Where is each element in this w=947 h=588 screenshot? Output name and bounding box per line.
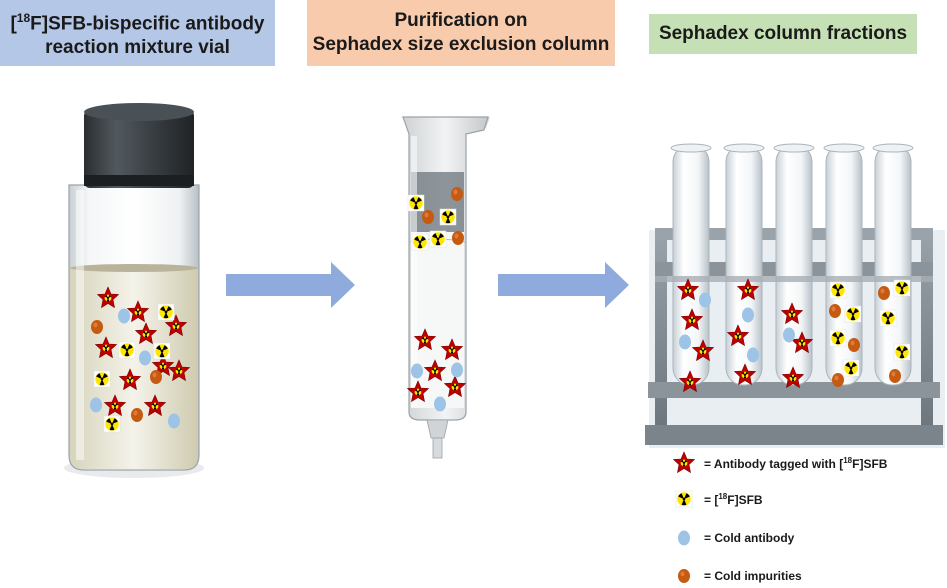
legend-sfb-label: = [18F]SFB	[704, 491, 763, 507]
fraction-cold-impurity	[832, 373, 844, 387]
fraction-sfb	[893, 279, 911, 297]
fraction-sfb	[893, 343, 911, 361]
fraction-sfb	[879, 309, 897, 327]
arrow-right-icon	[226, 262, 355, 308]
fraction-sfb	[829, 329, 847, 347]
vial-cold-impurity	[150, 370, 162, 384]
vial-sfb	[93, 370, 111, 388]
column-cold-impurity	[451, 187, 463, 201]
fraction-cold-impurity	[889, 369, 901, 383]
test-tube	[823, 143, 865, 386]
orange-dot-icon	[678, 569, 690, 583]
legend-sfb: = [18F]SFB	[672, 487, 763, 511]
fraction-cold-impurity	[878, 286, 890, 300]
fraction-cold-antibody	[699, 292, 711, 308]
legend-antibody-tagged: = Antibody tagged with [18F]SFB	[672, 451, 887, 475]
test-tube	[773, 143, 815, 386]
legend-cold-impurities-label: = Cold impurities	[704, 569, 802, 583]
vial-cold-antibody	[118, 308, 130, 324]
legend-antibody-tagged-label: = Antibody tagged with [18F]SFB	[704, 455, 888, 471]
fraction-sfb	[842, 359, 860, 377]
vial-title-line1: [18F]SFB-bispecific antibody	[10, 10, 265, 35]
vial-sfb	[118, 341, 136, 359]
column-sfb	[439, 208, 457, 226]
vial-cold-antibody	[90, 397, 102, 413]
vial-title-line2: reaction mixture vial	[45, 37, 230, 59]
column-cold-antibody	[434, 396, 446, 412]
fraction-sfb	[844, 305, 862, 323]
vial-cold-antibody	[139, 350, 151, 366]
column-label-box: Purification on Sephadex size exclusion …	[307, 0, 615, 66]
column-sfb	[407, 194, 425, 212]
fraction-cold-antibody	[679, 334, 691, 350]
column-title-line2: Sephadex size exclusion column	[312, 34, 610, 55]
fraction-cold-impurity	[829, 304, 841, 318]
vial-sfb	[157, 303, 175, 321]
fractions-label-box: Sephadex column fractions	[649, 14, 917, 54]
column-cold-impurity	[452, 231, 464, 245]
fraction-cold-antibody	[747, 347, 759, 363]
legend-cold-impurities: = Cold impurities	[672, 564, 802, 588]
legend-cold-antibody-label: = Cold antibody	[704, 531, 795, 545]
column-cold-antibody	[451, 362, 463, 378]
column-sfb	[429, 230, 447, 248]
column-sfb	[411, 233, 429, 251]
fraction-sfb	[829, 281, 847, 299]
test-tube	[670, 143, 712, 386]
legend-cold-antibody: = Cold antibody	[672, 526, 794, 550]
fractions-title: Sephadex column fractions	[658, 23, 908, 44]
vial-cold-impurity	[91, 320, 103, 334]
column-cold-impurity	[422, 210, 434, 224]
blue-dot-icon	[678, 530, 690, 546]
reaction-vial	[64, 103, 204, 478]
column-cold-antibody	[411, 363, 423, 379]
vial-cold-antibody	[168, 413, 180, 429]
column-title-line1: Purification on	[394, 10, 528, 31]
arrow-right-icon	[498, 262, 629, 308]
vial-label-box: [18F]SFB-bispecific antibody reaction mi…	[0, 0, 275, 66]
fraction-cold-antibody	[742, 307, 754, 323]
star-icon	[673, 451, 695, 473]
radiation-icon	[675, 490, 693, 508]
test-tube	[723, 143, 765, 386]
vial-sfb	[103, 415, 121, 433]
fraction-cold-antibody	[783, 327, 795, 343]
fraction-cold-impurity	[848, 338, 860, 352]
vial-cap	[84, 110, 194, 188]
vial-cold-impurity	[131, 408, 143, 422]
vial-sfb	[153, 342, 171, 360]
